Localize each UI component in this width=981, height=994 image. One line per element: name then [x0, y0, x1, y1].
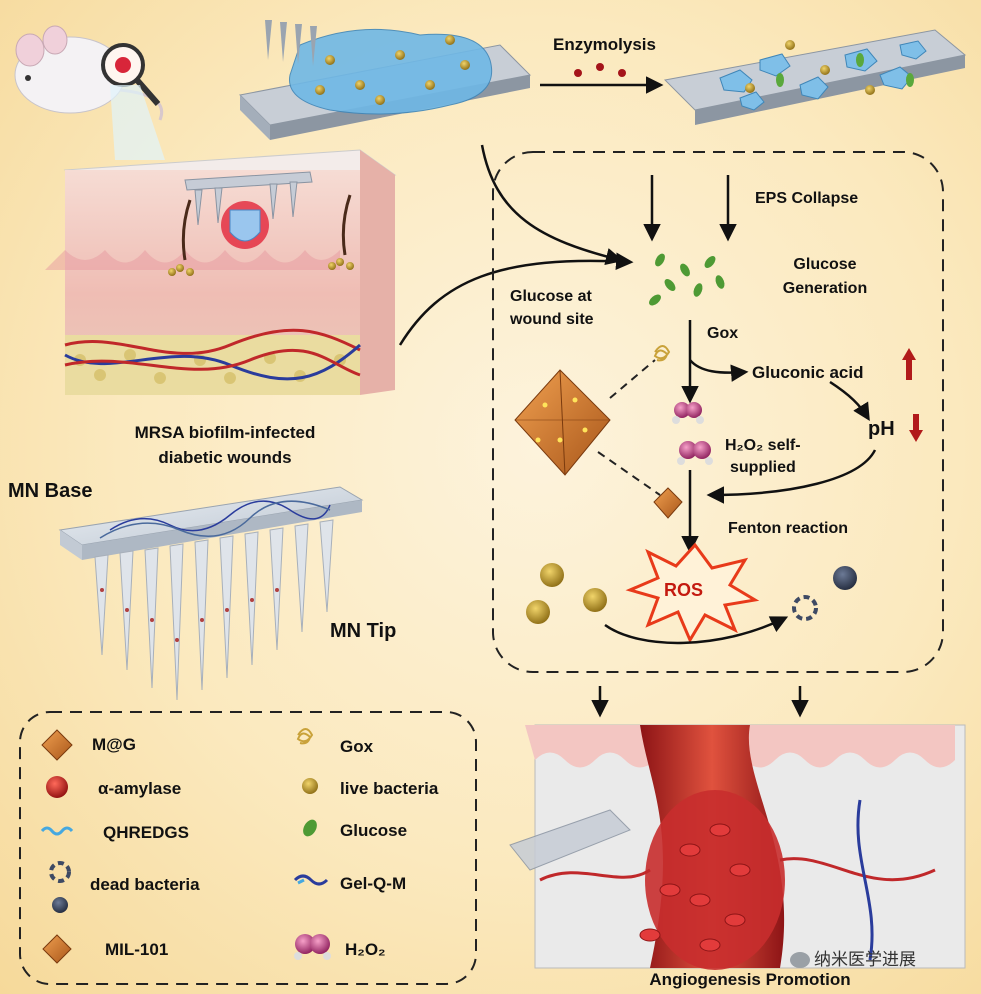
label-angiogenesis: Angiogenesis Promotion — [649, 970, 851, 989]
legend-label-live-bacteria: live bacteria — [340, 779, 439, 798]
watermark: 纳米医学进展 — [790, 945, 916, 970]
legend-label-h2o2: H₂O₂ — [345, 940, 386, 959]
label-glucose-wound-1: Glucose at — [510, 288, 592, 305]
mouse-illustration — [14, 25, 165, 160]
legend-label-glucose: Glucose — [340, 821, 408, 840]
mn-hydrogel-plate — [238, 20, 532, 140]
angiogenesis-panel — [509, 724, 966, 970]
legend-label-qhredgs: QHREDGS — [103, 823, 189, 842]
legend-label-gel-q-m: Gel-Q-M — [340, 874, 407, 893]
h2o2-molecule-1 — [672, 402, 704, 424]
ph-down-arrow — [909, 414, 923, 442]
label-gluconic-acid: Gluconic acid — [752, 363, 864, 382]
legend-label-gox: Gox — [340, 737, 374, 756]
label-mn-base: MN Base — [8, 480, 93, 502]
legend-label-mil101: MIL-101 — [105, 940, 169, 959]
label-h2o2-2: supplied — [730, 459, 796, 476]
watermark-text: 纳米医学进展 — [814, 950, 916, 970]
glucose-cluster — [649, 253, 725, 306]
skin-wound-block — [45, 149, 397, 395]
skin-to-glucose-arrow — [398, 252, 634, 346]
h2o2-molecule-2 — [677, 441, 713, 465]
label-eps-collapse: EPS Collapse — [755, 190, 859, 207]
label-enzymolysis: Enzymolysis — [553, 35, 656, 54]
label-glucose-generation-1: Glucose — [793, 256, 857, 273]
ros-burst — [625, 542, 760, 644]
legend-box — [19, 711, 477, 985]
plate-to-glucose-arrow — [480, 144, 624, 266]
mil101-small — [653, 487, 683, 519]
label-mn-tip: MN Tip — [330, 620, 397, 642]
mechanism-dashed-box — [492, 151, 944, 673]
gox-squiggle — [653, 345, 671, 362]
dead-bacteria-group — [792, 566, 857, 621]
label-glucose-generation-2: Generation — [782, 280, 868, 297]
mn-patch-device — [58, 486, 364, 701]
acid-up-arrow — [902, 348, 916, 380]
mg-octahedron — [514, 369, 611, 476]
legend-label-mg: M@G — [92, 735, 136, 754]
label-ph: pH — [868, 418, 895, 440]
label-mrsa-2: diabetic wounds — [158, 448, 292, 467]
label-glucose-wound-2: wound site — [510, 311, 594, 328]
label-fenton: Fenton reaction — [728, 520, 849, 537]
degraded-hydrogel-plate — [663, 29, 967, 125]
live-bacteria-group — [526, 563, 607, 624]
legend-label-dead-bacteria: dead bacteria — [90, 875, 200, 894]
label-gox: Gox — [707, 325, 739, 342]
legend-icons — [40, 728, 331, 964]
enzymolysis-arrow — [540, 63, 664, 94]
label-ros: ROS — [664, 580, 704, 600]
wechat-icon — [790, 952, 810, 968]
label-mrsa-1: MRSA biofilm-infected — [134, 423, 316, 442]
label-h2o2-1: H₂O₂ self- — [725, 437, 801, 454]
legend-label-amylase: α-amylase — [98, 779, 182, 798]
